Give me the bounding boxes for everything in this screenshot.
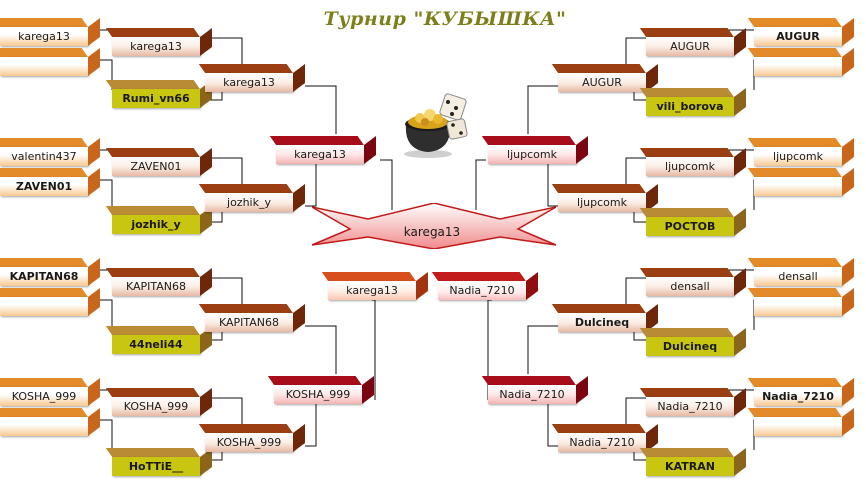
right-r2-slot-8: KATRAN: [646, 448, 746, 476]
left-r4-slot-2: KOSHA_999: [274, 376, 374, 404]
left-r1-slot-8: [0, 408, 100, 436]
left-r3-slot-4: KOSHA_999: [205, 424, 305, 452]
right-r2-slot-6: Dulcineq: [646, 328, 746, 356]
left-r1-slot-2: [0, 48, 100, 76]
champion-banner: [312, 203, 556, 249]
left-r4-slot-1: karega13: [276, 136, 376, 164]
right-r1-slot-8: [754, 408, 854, 436]
right-r1-slot-2: [754, 48, 854, 76]
left-r2-slot-8: HoTTiE__: [112, 448, 212, 476]
right-r2-slot-1: AUGUR: [646, 28, 746, 56]
left-r2-slot-2: Rumi_vn66: [112, 80, 212, 108]
right-r1-slot-3: ljupcomk: [754, 138, 854, 166]
left-semifinal: karega13: [328, 272, 428, 300]
right-r1-slot-6: [754, 288, 854, 316]
champion-name: karega13: [403, 225, 461, 239]
right-r3-slot-3: Dulcineq: [558, 304, 658, 332]
right-r4-slot-2: Nadia_7210: [488, 376, 588, 404]
left-r2-slot-1: karega13: [112, 28, 212, 56]
right-r2-slot-4: РОСТОВ: [646, 208, 746, 236]
left-r1-slot-4: ZAVEN01: [0, 168, 100, 196]
left-r3-slot-2: jozhik_y: [205, 184, 305, 212]
right-r2-slot-2: vili_borova: [646, 88, 746, 116]
left-r2-slot-3: ZAVEN01: [112, 148, 212, 176]
left-r3-slot-1: karega13: [205, 64, 305, 92]
right-r3-slot-4: Nadia_7210: [558, 424, 658, 452]
right-r1-slot-4: [754, 168, 854, 196]
pot-of-gold-icon: [404, 93, 468, 158]
right-r4-slot-1: ljupcomk: [488, 136, 588, 164]
left-r1-slot-6: [0, 288, 100, 316]
right-r1-slot-5: densall: [754, 258, 854, 286]
left-r2-slot-4: jozhik_y: [112, 206, 212, 234]
left-r2-slot-7: KOSHA_999: [112, 388, 212, 416]
left-r1-slot-5: KAPITAN68: [0, 258, 100, 286]
left-r2-slot-5: KAPITAN68: [112, 268, 212, 296]
left-r1-slot-1: karega13: [0, 18, 100, 46]
right-r1-slot-7: Nadia_7210: [754, 378, 854, 406]
right-r3-slot-1: AUGUR: [558, 64, 658, 92]
right-r2-slot-7: Nadia_7210: [646, 388, 746, 416]
left-r1-slot-7: KOSHA_999: [0, 378, 100, 406]
left-r1-slot-3: valentin437: [0, 138, 100, 166]
left-r3-slot-3: KAPITAN68: [205, 304, 305, 332]
left-r2-slot-6: 44neli44: [112, 326, 212, 354]
right-semifinal: Nadia_7210: [438, 272, 538, 300]
right-r2-slot-5: densall: [646, 268, 746, 296]
right-r3-slot-2: ljupcomk: [558, 184, 658, 212]
right-r1-slot-1: AUGUR: [754, 18, 854, 46]
page-title: Турнир "КУБЫШКА": [323, 8, 567, 30]
right-r2-slot-3: ljupcomk: [646, 148, 746, 176]
